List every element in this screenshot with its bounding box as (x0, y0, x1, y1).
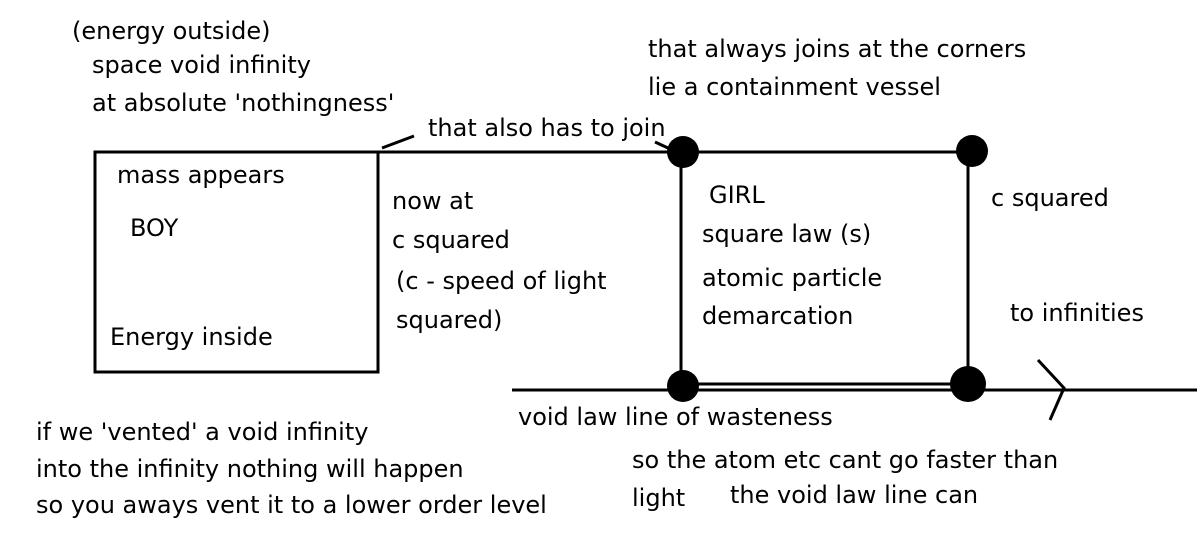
atom-line-3: the void law line can (730, 481, 979, 509)
containment-vessel-label: lie a containment vessel (648, 73, 941, 101)
join-pointer-right (654, 140, 669, 150)
atom-line-1: so the atom etc cant go faster than (632, 446, 1059, 474)
boy-label: BOY (130, 214, 179, 242)
c-squared-mid-label: c squared (392, 226, 510, 254)
mass-appears-label: mass appears (117, 161, 285, 189)
void-law-line-label: void law line of wasteness (518, 403, 833, 431)
energy-inside-label: Energy inside (110, 323, 273, 351)
girl-box (679, 150, 970, 386)
corner-dot-top-right (956, 135, 988, 167)
corner-dot-top-left (667, 136, 699, 168)
join-pointer-left (381, 134, 415, 150)
squared-paren-label: squared) (396, 306, 503, 334)
demarcation-label: demarcation (702, 302, 854, 330)
corner-dot-bottom-left (667, 370, 699, 402)
space-void-infinity-label: space void infinity (92, 51, 311, 79)
square-law-label: square law (s) (702, 220, 872, 248)
always-joins-label: that always joins at the corners (648, 35, 1027, 63)
c-squared-right-label: c squared (991, 184, 1109, 212)
c-speed-of-light-label: (c - speed of light (396, 267, 607, 295)
boy-box (93, 150, 380, 374)
atom-line-2: light (632, 484, 686, 512)
girl-label: GIRL (709, 181, 765, 209)
vented-line-1: if we 'vented' a void infinity (36, 418, 369, 446)
energy-outside-label: (energy outside) (72, 17, 271, 45)
vented-line-2: into the infinity nothing will happen (36, 455, 464, 483)
now-at-label: now at (392, 187, 474, 215)
arrow-head-icon (1036, 358, 1066, 421)
to-infinities-label: to infinities (1010, 299, 1144, 327)
corner-dot-bottom-right (950, 366, 986, 402)
absolute-nothingness-label: at absolute 'nothingness' (92, 89, 395, 117)
atomic-particle-label: atomic particle (702, 264, 883, 292)
also-has-to-join-label: that also has to join (428, 114, 666, 142)
vented-line-3: so you aways vent it to a lower order le… (36, 491, 547, 519)
